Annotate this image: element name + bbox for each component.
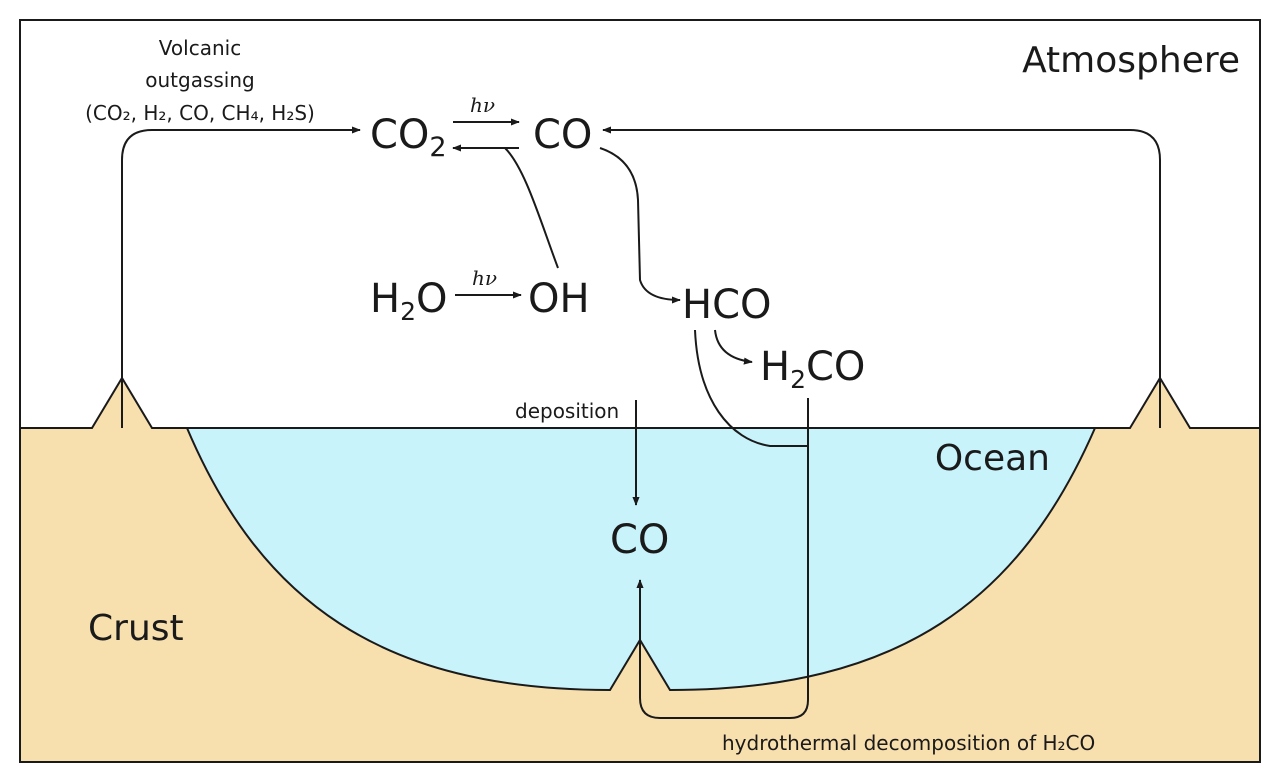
hydrothermal-label: hydrothermal decomposition of H₂CO — [722, 731, 1095, 755]
h2co-subscript: 2 — [790, 365, 806, 394]
h2co-co: CO — [806, 344, 865, 390]
deposition-label: deposition — [515, 399, 619, 423]
volcanic-label-line1: Volcanic — [159, 36, 241, 60]
co2-species: CO2 — [370, 112, 447, 163]
hv-label-co2: hν — [470, 93, 495, 117]
h2o-h: H — [370, 276, 400, 322]
crust-label: Crust — [88, 608, 184, 649]
ocean-region — [185, 427, 1097, 692]
outgassing-arrow — [121, 126, 361, 385]
h2co-species: H2CO — [760, 344, 865, 394]
volcanic-label-line3: (CO₂, H₂, CO, CH₄, H₂S) — [85, 101, 315, 125]
co2-text: CO — [370, 112, 429, 158]
co-ocean-species: CO — [610, 517, 669, 563]
hco-to-h2co-arrow — [714, 329, 753, 365]
hydrothermal-path — [636, 398, 809, 719]
h2o-subscript: 2 — [400, 297, 416, 326]
h2o-o: O — [416, 276, 447, 322]
h2co-h: H — [760, 344, 790, 390]
co-to-hco-arrow — [599, 147, 681, 304]
hco-to-ocean-line — [694, 329, 808, 447]
oh-to-reaction-arrow — [504, 147, 559, 269]
ocean-label: Ocean — [935, 438, 1050, 479]
right-volcano-arrow — [602, 126, 1161, 385]
oh-species: OH — [528, 276, 590, 322]
hv-label-h2o: hν — [472, 266, 497, 290]
co-atmosphere-species: CO — [533, 112, 592, 158]
hco-species: HCO — [682, 282, 772, 328]
h2o-species: H2O — [370, 276, 447, 326]
volcanic-label-line2: outgassing — [145, 68, 254, 92]
diagram-frame — [19, 19, 1261, 763]
atmosphere-label: Atmosphere — [1022, 40, 1240, 81]
co2-subscript: 2 — [429, 132, 446, 163]
atmosphere-region — [20, 20, 1260, 428]
